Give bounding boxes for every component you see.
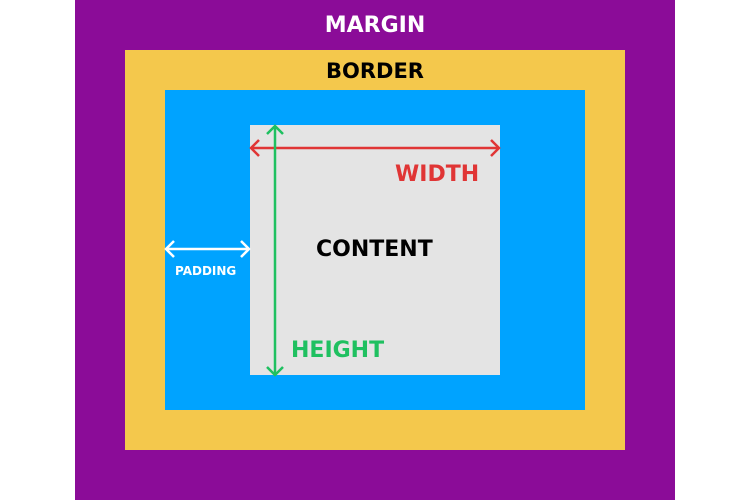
width-arrow: [249, 139, 501, 157]
content-label: CONTENT: [316, 237, 433, 262]
content-box: [250, 125, 500, 375]
border-label: BORDER: [326, 59, 424, 83]
padding-arrow: [164, 240, 251, 258]
height-label: HEIGHT: [291, 338, 385, 363]
height-arrow: [266, 124, 284, 377]
margin-label: MARGIN: [324, 13, 426, 38]
width-label: WIDTH: [395, 162, 480, 187]
padding-label: PADDING: [175, 264, 237, 278]
